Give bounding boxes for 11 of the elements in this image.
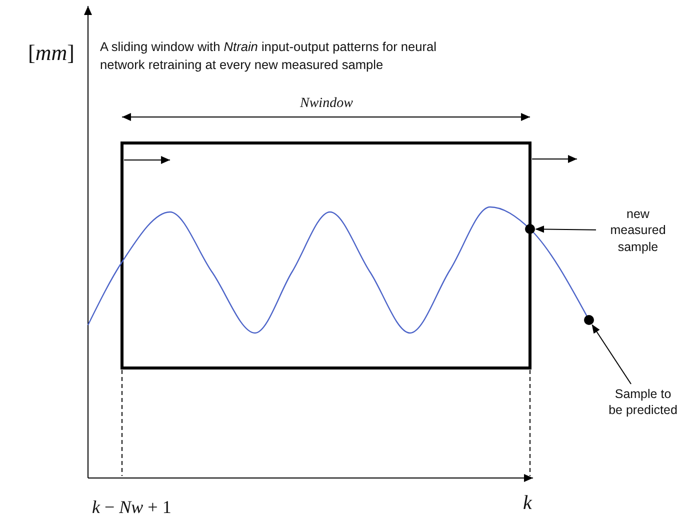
leader-line [535,226,596,233]
sample-dot [584,315,594,325]
leader-line [592,324,632,384]
callout-text: new measured sample [598,206,678,255]
window-width-label: Nwindow [300,96,353,112]
axis-unit: [mm] [28,40,74,66]
description-text: A sliding window with Ntrain input-output patterns for neural network retraining at every new measured sample [100,38,438,74]
sample-dot [525,224,535,234]
axis-tick-label: k [523,492,532,515]
axis-tick-label: k − Nw + 1 [92,497,172,518]
callout-text: Sample to be predicted [608,386,678,418]
